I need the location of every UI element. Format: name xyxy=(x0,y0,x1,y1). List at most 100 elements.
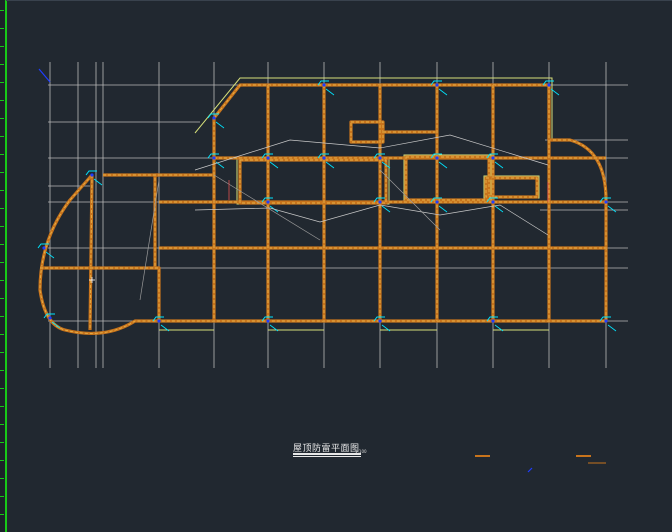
downlead-marker-icon xyxy=(373,197,391,213)
conductor-main-dash xyxy=(154,84,607,322)
downlead-dot xyxy=(435,200,439,204)
downlead-tick xyxy=(43,313,55,319)
downlead-marker-icon xyxy=(317,153,335,169)
reference-line xyxy=(379,169,441,231)
downlead-dot xyxy=(212,156,216,160)
downlead-tick xyxy=(261,153,273,159)
conductor-opening-1-dash xyxy=(239,159,387,204)
downlead-dot xyxy=(157,319,161,323)
title-block: 屋顶防雷平面图 1:100 xyxy=(293,441,367,457)
downlead-tick xyxy=(599,197,611,203)
downlead-tick xyxy=(85,170,97,176)
title-underline-thin xyxy=(293,456,361,457)
downlead-marker-icon xyxy=(373,153,391,169)
downlead-dot xyxy=(266,200,270,204)
downlead-marker-icon xyxy=(486,197,504,213)
downlead-marker-icon xyxy=(207,153,225,169)
lightning-conductors xyxy=(38,83,608,336)
downlead-tick xyxy=(152,316,164,322)
downlead-dot xyxy=(604,200,608,204)
downlead-marker-icon xyxy=(373,316,391,332)
downlead-marker-icon xyxy=(486,316,504,332)
conductor-opening-1 xyxy=(238,158,388,205)
downlead-dot xyxy=(491,156,495,160)
downlead-marker-icon xyxy=(599,197,617,213)
downlead-tick xyxy=(430,153,442,159)
conductor-box xyxy=(349,120,385,144)
reference-line xyxy=(213,174,321,241)
downlead-marker-icon xyxy=(261,153,279,169)
downlead-tick xyxy=(373,197,385,203)
downlead-leader xyxy=(550,88,560,96)
downlead-markers xyxy=(37,80,617,332)
downlead-leader xyxy=(494,324,504,332)
conductor-opening-2 xyxy=(404,155,491,202)
downlead-leader xyxy=(45,251,55,259)
downlead-dot xyxy=(48,316,52,320)
conductor-opening-2-dash xyxy=(405,156,490,201)
viewport-top-edge xyxy=(6,0,672,1)
reference-line xyxy=(139,179,160,301)
downlead-tick xyxy=(207,113,219,119)
pointer-arrow xyxy=(38,68,51,83)
downlead-leader xyxy=(93,178,103,186)
downlead-tick xyxy=(373,153,385,159)
downlead-leader xyxy=(325,161,335,169)
roof-edge-top xyxy=(194,77,553,140)
downlead-leader xyxy=(494,161,504,169)
downlead-leader xyxy=(325,88,335,96)
downlead-leader xyxy=(438,205,448,213)
downlead-tick xyxy=(261,316,273,322)
conductor-curve-left xyxy=(38,173,159,336)
downlead-dot xyxy=(378,319,382,323)
downlead-dot xyxy=(378,156,382,160)
downlead-dot xyxy=(378,200,382,204)
downlead-leader xyxy=(381,324,391,332)
legend-pointer xyxy=(527,467,533,473)
downlead-tick xyxy=(207,153,219,159)
downlead-marker-icon xyxy=(599,316,617,332)
downlead-leader xyxy=(438,88,448,96)
conductor-v-left-dash xyxy=(89,174,93,331)
downlead-tick xyxy=(542,80,554,86)
downlead-leader xyxy=(215,121,225,129)
downlead-dot xyxy=(322,156,326,160)
left-ruler xyxy=(0,0,7,532)
downlead-marker-icon xyxy=(486,153,504,169)
downlead-marker-icon xyxy=(542,80,560,96)
downlead-dot xyxy=(435,83,439,87)
downlead-tick xyxy=(317,80,329,86)
crosshair-cursor-icon xyxy=(89,277,95,283)
downlead-tick xyxy=(486,316,498,322)
reference-line xyxy=(194,134,549,171)
downlead-leader xyxy=(607,205,617,213)
downlead-marker-icon xyxy=(152,316,170,332)
downlead-marker-icon xyxy=(85,170,103,186)
downlead-tick xyxy=(599,316,611,322)
downlead-tick xyxy=(486,153,498,159)
downlead-dot xyxy=(90,173,94,177)
downlead-marker-icon xyxy=(317,80,335,96)
downlead-marker-icon xyxy=(261,316,279,332)
downlead-tick xyxy=(317,153,329,159)
downlead-leader xyxy=(269,161,279,169)
conductor-opening-3-dash xyxy=(485,177,538,198)
downlead-marker-icon xyxy=(43,313,61,329)
downlead-tick xyxy=(261,197,273,203)
downlead-dot xyxy=(266,156,270,160)
downlead-dot xyxy=(604,319,608,323)
downlead-leader xyxy=(607,324,617,332)
misc-annotations xyxy=(38,68,606,473)
downlead-dot xyxy=(322,83,326,87)
roof-opening-2 xyxy=(403,154,492,202)
conductor-box-dash xyxy=(350,121,384,143)
downlead-marker-icon xyxy=(430,153,448,169)
downlead-dot xyxy=(435,156,439,160)
downlead-dot xyxy=(547,83,551,87)
reference-line xyxy=(194,204,549,236)
downlead-tick xyxy=(37,243,49,249)
downlead-dot xyxy=(491,319,495,323)
conductor-curve-left-dash xyxy=(39,174,159,334)
